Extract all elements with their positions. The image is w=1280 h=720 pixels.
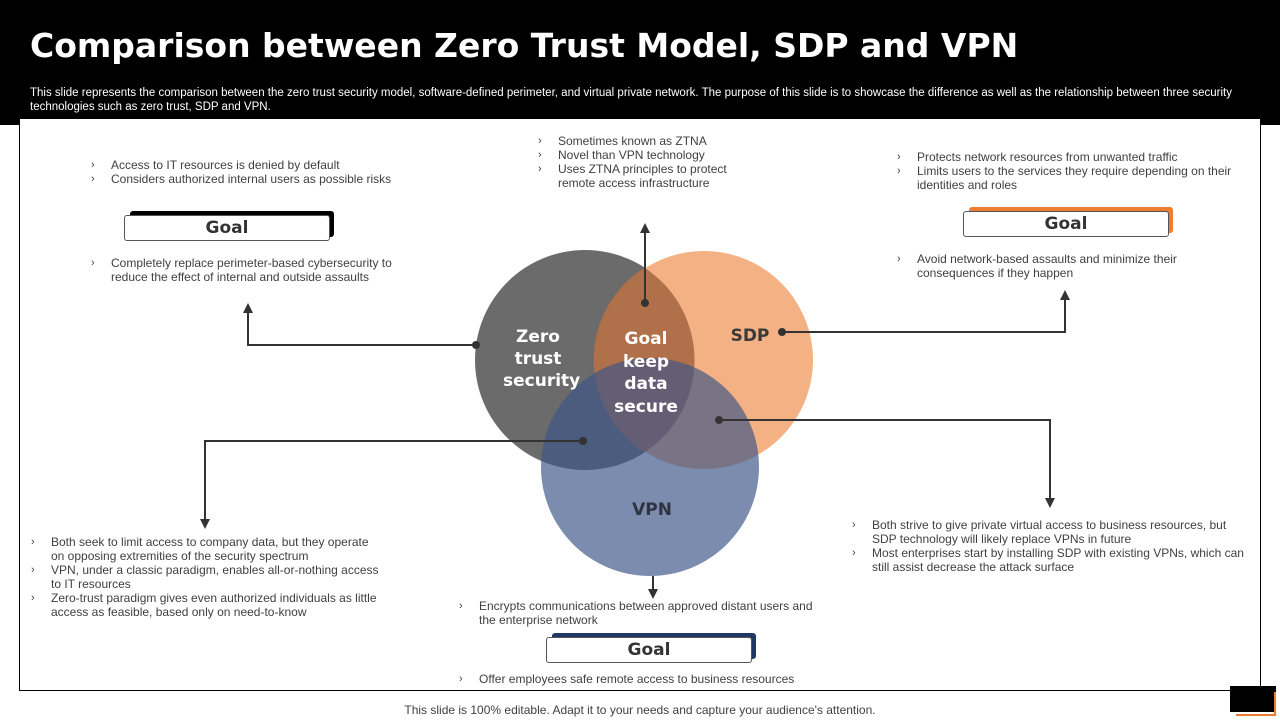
connector-dot	[778, 328, 786, 336]
list-item: ›Protects network resources from unwante…	[897, 150, 1178, 164]
list-item: ›Limits users to the services they requi…	[897, 164, 1232, 192]
slide-subtitle: This slide represents the comparison bet…	[30, 87, 1232, 113]
footer-note: This slide is 100% editable. Adapt it to…	[404, 703, 876, 717]
sdp-label: SDP	[730, 326, 770, 346]
connector-dot	[579, 437, 587, 445]
zero-trust-label: Zero trust security	[503, 327, 581, 391]
chevron-right-icon: ›	[538, 135, 542, 147]
list-item: ›Both seek to limit access to company da…	[31, 535, 369, 563]
chevron-right-icon: ›	[459, 673, 463, 685]
vpn-bullets: ›Encrypts communications between approve…	[459, 599, 829, 627]
list-item: ›Uses ZTNA principles to protect remote …	[538, 162, 727, 190]
vpn-goal-box: Goal	[546, 633, 756, 663]
header-bar: Comparison between Zero Trust Model, SDP…	[0, 0, 1280, 125]
chevron-right-icon: ›	[538, 149, 542, 161]
vpn-goal-bullets: ›Offer employees safe remote access to b…	[459, 672, 829, 686]
sdp-goal-box: Goal	[963, 207, 1173, 237]
zero-trust-goal-box: Goal	[124, 211, 334, 241]
list-item: ›Considers authorized internal users as …	[91, 172, 392, 186]
list-item: ›Encrypts communications between approve…	[459, 599, 813, 627]
connector-dot	[715, 416, 723, 424]
chevron-right-icon: ›	[31, 536, 35, 548]
sdp-goal-bullets: ›Avoid network-based assaults and minimi…	[897, 252, 1197, 280]
chevron-right-icon: ›	[852, 547, 856, 559]
chevron-right-icon: ›	[897, 151, 901, 163]
connector-dot	[641, 299, 649, 307]
list-item: ›Most enterprises start by installing SD…	[852, 546, 1244, 574]
list-item: ›VPN, under a classic paradigm, enables …	[31, 563, 379, 591]
vpn-circle	[541, 358, 759, 576]
zero-trust-goal-bullets: ›Completely replace perimeter-based cybe…	[91, 256, 411, 284]
slide-title: Comparison between Zero Trust Model, SDP…	[30, 26, 1019, 65]
chevron-right-icon: ›	[459, 600, 463, 612]
chevron-right-icon: ›	[897, 253, 901, 265]
center-goal-label: Goal keep data secure	[614, 329, 678, 417]
sdp-bullets: ›Protects network resources from unwante…	[897, 150, 1247, 192]
corner-decoration	[1230, 686, 1276, 712]
corner-accent	[1236, 692, 1276, 716]
list-item: ›Avoid network-based assaults and minimi…	[897, 252, 1177, 280]
chevron-right-icon: ›	[538, 163, 542, 175]
chevron-right-icon: ›	[31, 564, 35, 576]
list-item: ›Both strive to give private virtual acc…	[852, 518, 1227, 546]
chevron-right-icon: ›	[91, 173, 95, 185]
chevron-right-icon: ›	[897, 165, 901, 177]
zero-trust-bullets: ›Access to IT resources is denied by def…	[91, 158, 421, 186]
goal-label: Goal	[963, 211, 1169, 237]
goal-label: Goal	[546, 637, 752, 663]
goal-label: Goal	[124, 215, 330, 241]
zt-vpn-bullets: ›Both seek to limit access to company da…	[31, 535, 381, 619]
list-item: ›Zero-trust paradigm gives even authoriz…	[31, 591, 377, 619]
list-item: ›Sometimes known as ZTNA	[538, 134, 707, 148]
list-item: ›Novel than VPN technology	[538, 148, 705, 162]
sdp-vpn-bullets: ›Both strive to give private virtual acc…	[852, 518, 1252, 574]
chevron-right-icon: ›	[91, 159, 95, 171]
connector-sdp	[782, 290, 1070, 333]
ztna-bullets: ›Sometimes known as ZTNA ›Novel than VPN…	[538, 134, 743, 190]
list-item: ›Completely replace perimeter-based cybe…	[91, 256, 392, 284]
chevron-right-icon: ›	[852, 519, 856, 531]
connector-sdp-vpn	[719, 419, 1055, 508]
list-item: ›Offer employees safe remote access to b…	[459, 672, 795, 686]
connector-zero-trust	[243, 303, 476, 346]
vpn-label: VPN	[632, 500, 672, 520]
chevron-right-icon: ›	[31, 592, 35, 604]
list-item: ›Access to IT resources is denied by def…	[91, 158, 340, 172]
chevron-right-icon: ›	[91, 257, 95, 269]
connector-zt-vpn	[200, 440, 583, 529]
connector-dot	[472, 341, 480, 349]
